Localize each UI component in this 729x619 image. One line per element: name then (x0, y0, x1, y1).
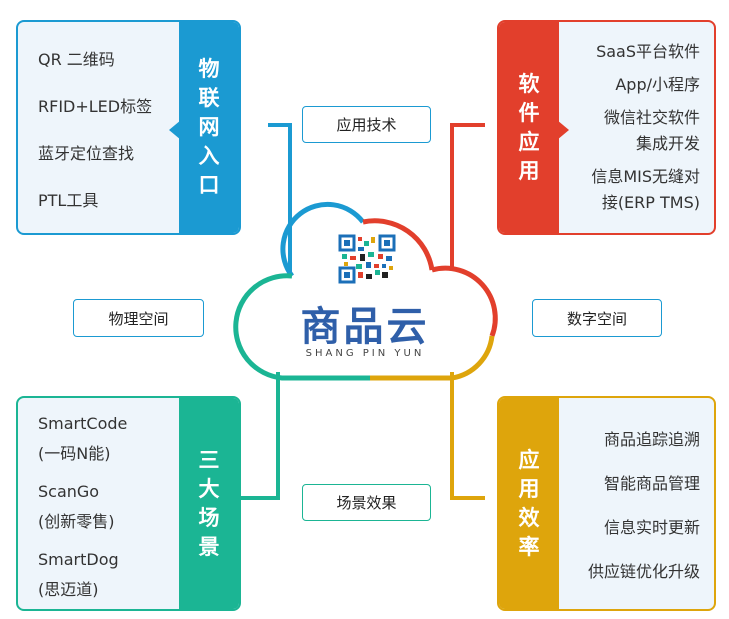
iot-title-panel: 物 联 网 入 口 (179, 22, 239, 233)
tag-scene-effect: 场景效果 (302, 484, 431, 521)
qr-code-icon (338, 234, 396, 284)
logo-text: 商品云 (300, 304, 430, 350)
scenes-item-list: SmartCode (一码N能) ScanGo (创新零售) SmartDog … (38, 398, 177, 609)
list-item: SmartCode (38, 414, 128, 433)
list-item: 智能商品管理 (603, 474, 700, 493)
efficiency-item-list: 商品追踪追溯 智能商品管理 信息实时更新 供应链优化升级 (561, 398, 700, 609)
list-item: 供应链优化升级 (587, 562, 700, 581)
list-item: 集成开发 (635, 134, 700, 153)
list-item: App/小程序 (615, 75, 700, 94)
software-title-panel: 软 件 应 用 (499, 22, 559, 233)
list-item: 接(ERP TMS) (601, 193, 700, 212)
list-item: 微信社交软件 (603, 108, 700, 127)
list-item: 商品追踪追溯 (603, 430, 700, 449)
efficiency-title-panel: 应 用 效 率 (499, 398, 559, 609)
tag-digital-space: 数字空间 (532, 299, 662, 337)
iot-item-list: QR 二维码 RFID+LED标签 蓝牙定位查找 PTL工具 (38, 22, 177, 233)
quadrant-iot-entry: QR 二维码 RFID+LED标签 蓝牙定位查找 PTL工具 物 联 网 入 口 (16, 20, 241, 235)
quadrant-title: 物 联 网 入 口 (198, 57, 220, 197)
list-item: ScanGo (38, 482, 100, 501)
notch-marker (169, 120, 181, 140)
list-item: (一码N能) (38, 444, 111, 463)
cloud-outline (233, 201, 498, 381)
list-item: PTL工具 (38, 191, 99, 210)
list-item: QR 二维码 (38, 50, 115, 69)
tag-physical-space: 物理空间 (73, 299, 204, 337)
logo-subtext: SHANG PIN YUN (305, 348, 425, 359)
scenes-title-panel: 三 大 场 景 (179, 398, 239, 609)
quadrant-title: 三 大 场 景 (198, 447, 220, 559)
list-item: 信息MIS无缝对 (591, 167, 700, 186)
quadrant-three-scenes: SmartCode (一码N能) ScanGo (创新零售) SmartDog … (16, 396, 241, 611)
quadrant-title: 应 用 效 率 (518, 447, 540, 559)
list-item: SaaS平台软件 (596, 42, 700, 61)
connector-bottom-left (240, 372, 280, 500)
software-item-list: SaaS平台软件 App/小程序 微信社交软件 集成开发 信息MIS无缝对 接(… (561, 22, 700, 233)
list-item: SmartDog (38, 550, 119, 569)
tag-app-tech: 应用技术 (302, 106, 431, 143)
connector-top-right (450, 123, 485, 270)
list-item: 信息实时更新 (603, 518, 700, 537)
connector-top-left (268, 123, 292, 276)
quadrant-title: 软 件 应 用 (518, 71, 540, 183)
quadrant-app-efficiency: 应 用 效 率 商品追踪追溯 智能商品管理 信息实时更新 供应链优化升级 (497, 396, 716, 611)
list-item: (思迈道) (38, 580, 99, 599)
list-item: RFID+LED标签 (38, 97, 153, 116)
list-item: 蓝牙定位查找 (38, 144, 135, 163)
list-item: (创新零售) (38, 512, 115, 531)
connector-bottom-right (450, 372, 485, 500)
notch-marker (557, 120, 569, 140)
quadrant-software-app: 软 件 应 用 SaaS平台软件 App/小程序 微信社交软件 集成开发 信息M… (497, 20, 716, 235)
